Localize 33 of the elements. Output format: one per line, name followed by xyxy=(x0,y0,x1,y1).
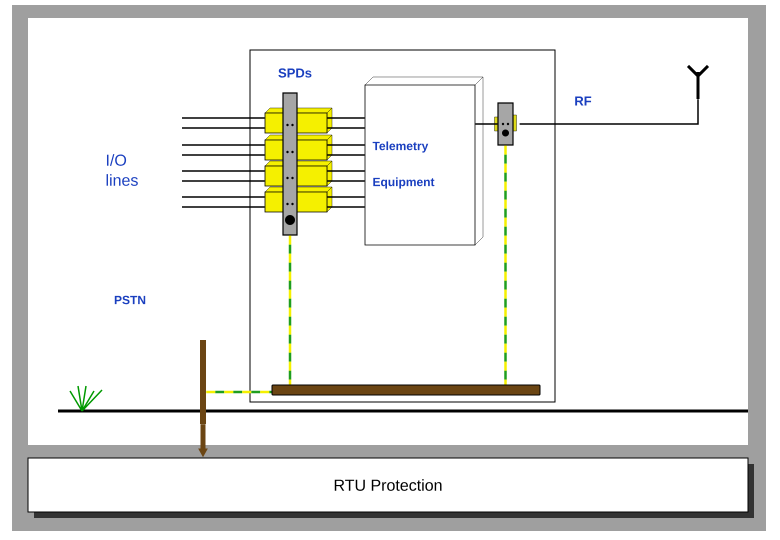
spd-rail xyxy=(282,92,298,236)
wire xyxy=(182,206,265,208)
equipment-box: Telemetry Equipment xyxy=(364,76,484,246)
wire xyxy=(327,127,365,129)
earth-conductor xyxy=(288,236,292,384)
wire xyxy=(182,196,265,198)
earth-rod xyxy=(200,340,206,424)
wire xyxy=(327,154,365,156)
wire xyxy=(182,180,265,182)
wire xyxy=(520,99,699,125)
earth-conductor xyxy=(504,146,507,384)
wire xyxy=(182,170,265,172)
pstn-label: PSTN xyxy=(114,296,146,304)
io-lines-label: I/O lines xyxy=(106,154,138,186)
enclosure-box xyxy=(250,50,556,402)
antenna-icon xyxy=(686,64,710,100)
wire xyxy=(327,117,365,119)
earth-conductor xyxy=(206,390,272,394)
rf-label: RF xyxy=(575,96,592,106)
wire xyxy=(327,144,365,146)
spd-label: SPDs xyxy=(278,68,312,78)
wire xyxy=(182,154,265,156)
wire xyxy=(327,196,365,198)
earth-bar xyxy=(272,384,540,396)
wire xyxy=(182,127,265,129)
rtu-protection-box: RTU Protection xyxy=(28,458,754,518)
wire xyxy=(327,206,365,208)
rf-spd xyxy=(494,102,517,146)
wire xyxy=(182,117,265,119)
wire xyxy=(327,180,365,182)
wire xyxy=(327,170,365,172)
wire xyxy=(475,123,498,125)
wire xyxy=(182,144,265,146)
